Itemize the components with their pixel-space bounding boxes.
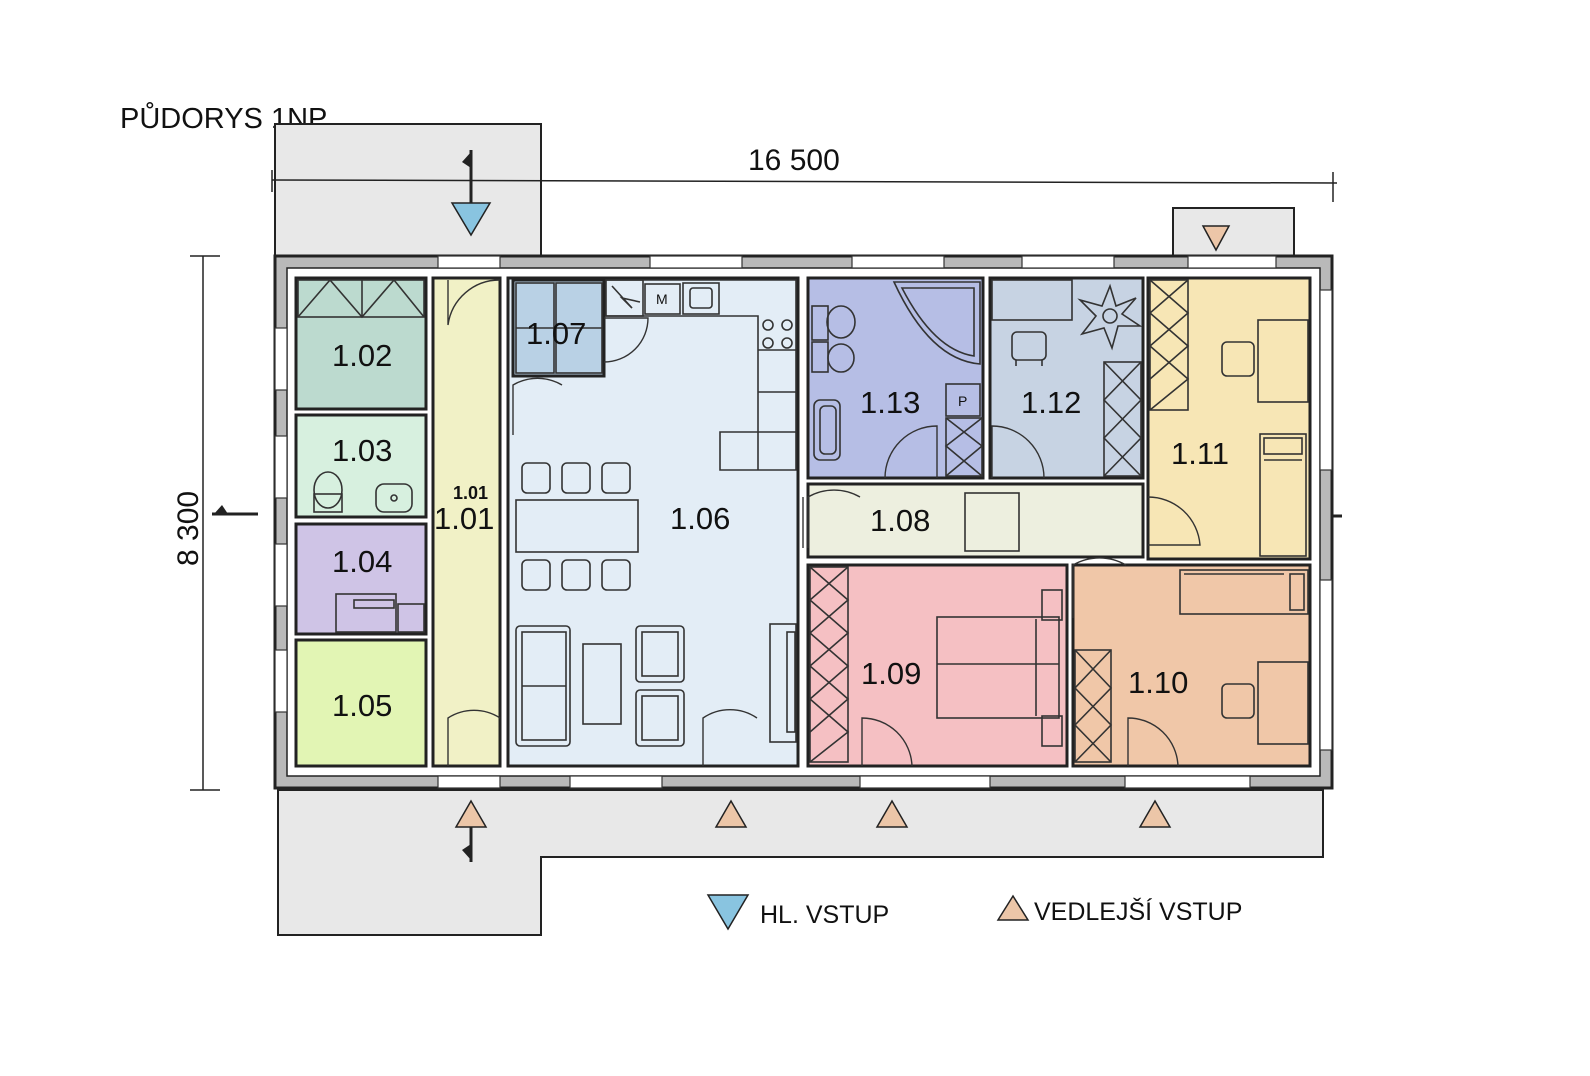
wardrobe-1.10 (1073, 649, 1113, 763)
label-1.04: 1.04 (332, 544, 392, 579)
kitchen-counter (606, 279, 797, 471)
hall-table (964, 492, 1020, 552)
rear-terrace (277, 789, 1324, 936)
side-entry-step (1172, 207, 1295, 257)
double-bed (936, 589, 1063, 747)
dimension-height: 8 300 (172, 255, 220, 791)
coffee-table (582, 643, 622, 725)
label-1.03: 1.03 (332, 433, 392, 468)
side-entry-icon (875, 799, 909, 828)
bed-1.10 (1179, 569, 1309, 615)
desk-1.10 (1221, 661, 1309, 745)
label-1.05: 1.05 (332, 688, 392, 723)
legend: HL. VSTUP VEDLEJŠÍ VSTUP (706, 894, 1242, 931)
entry-markers (450, 202, 1231, 828)
sofa (515, 625, 571, 747)
legend-main-entry-label: HL. VSTUP (760, 901, 889, 929)
label-1.11: 1.11 (1171, 436, 1229, 471)
fridge (605, 279, 644, 317)
wardrobe-1.09 (808, 566, 850, 763)
side-entry-icon (714, 799, 748, 828)
room-1.04 (294, 522, 428, 636)
dimension-width-label: 16 500 (748, 144, 840, 177)
wardrobe-1.12 (1102, 361, 1143, 477)
legend-side-entry-label: VEDLEJŠÍ VSTUP (1034, 897, 1242, 926)
bathtub (892, 281, 981, 365)
label-1.06: 1.06 (670, 501, 730, 536)
toilet-1.13 (811, 305, 856, 341)
windows (274, 255, 1333, 789)
room-1.02 (294, 276, 428, 411)
wardrobe-1.11 (1148, 279, 1190, 411)
side-entry-icon (1138, 799, 1172, 828)
dimension-width: 16 500 (271, 144, 1338, 202)
legend-main-entry-icon (706, 894, 750, 931)
label-1.02: 1.02 (332, 338, 392, 373)
tv-unit (769, 623, 797, 743)
microwave-label: M (656, 291, 668, 307)
bidet (811, 341, 855, 373)
main-entry-icon (450, 202, 492, 237)
plant-icon (1077, 283, 1143, 351)
dining-table (515, 462, 639, 591)
laundry-fixture (335, 593, 425, 633)
label-1.08: 1.08 (870, 503, 930, 538)
washbasin-1.03 (375, 483, 413, 513)
armchairs (635, 625, 685, 747)
boiler (945, 383, 981, 417)
room-1.12 (988, 276, 1145, 480)
wardrobe-1.02 (297, 278, 425, 319)
side-entry-icon (454, 799, 488, 828)
doors (447, 279, 1201, 767)
toilet-1.03 (313, 471, 343, 513)
desk-1.11 (1221, 319, 1309, 403)
room-1.10 (1071, 563, 1312, 768)
room-1.13 (806, 276, 985, 480)
label-1.12: 1.12 (1021, 385, 1081, 420)
boiler-label: P (958, 393, 967, 409)
room-1.08 (806, 482, 1145, 559)
label-1.01-small: 1.01 (453, 483, 488, 503)
label-1.10: 1.10 (1128, 665, 1188, 700)
label-1.07: 1.07 (526, 316, 586, 351)
wardrobe-1.13 (944, 417, 984, 477)
room-1.05 (294, 638, 428, 768)
washbasin-1.13 (813, 399, 841, 461)
dimension-height-label: 8 300 (172, 491, 205, 566)
section-marker-top (462, 150, 473, 205)
label-1.13: 1.13 (860, 385, 920, 420)
room-1.01 (431, 276, 502, 768)
desk-1.12 (991, 279, 1073, 366)
label-1.01: 1.01 (434, 501, 494, 536)
front-terrace (274, 123, 542, 257)
bed-1.11 (1259, 433, 1307, 557)
section-marker-left (212, 505, 258, 516)
legend-side-entry-icon (996, 894, 1030, 921)
room-labels: 1.01 1.02 1.03 1.04 1.05 1.06 1.07 1.08 … (332, 316, 1229, 723)
room-1.03 (294, 413, 428, 519)
pantry-shelves (515, 282, 603, 374)
side-entry-icon (1201, 225, 1231, 252)
label-1.09: 1.09 (861, 656, 921, 691)
